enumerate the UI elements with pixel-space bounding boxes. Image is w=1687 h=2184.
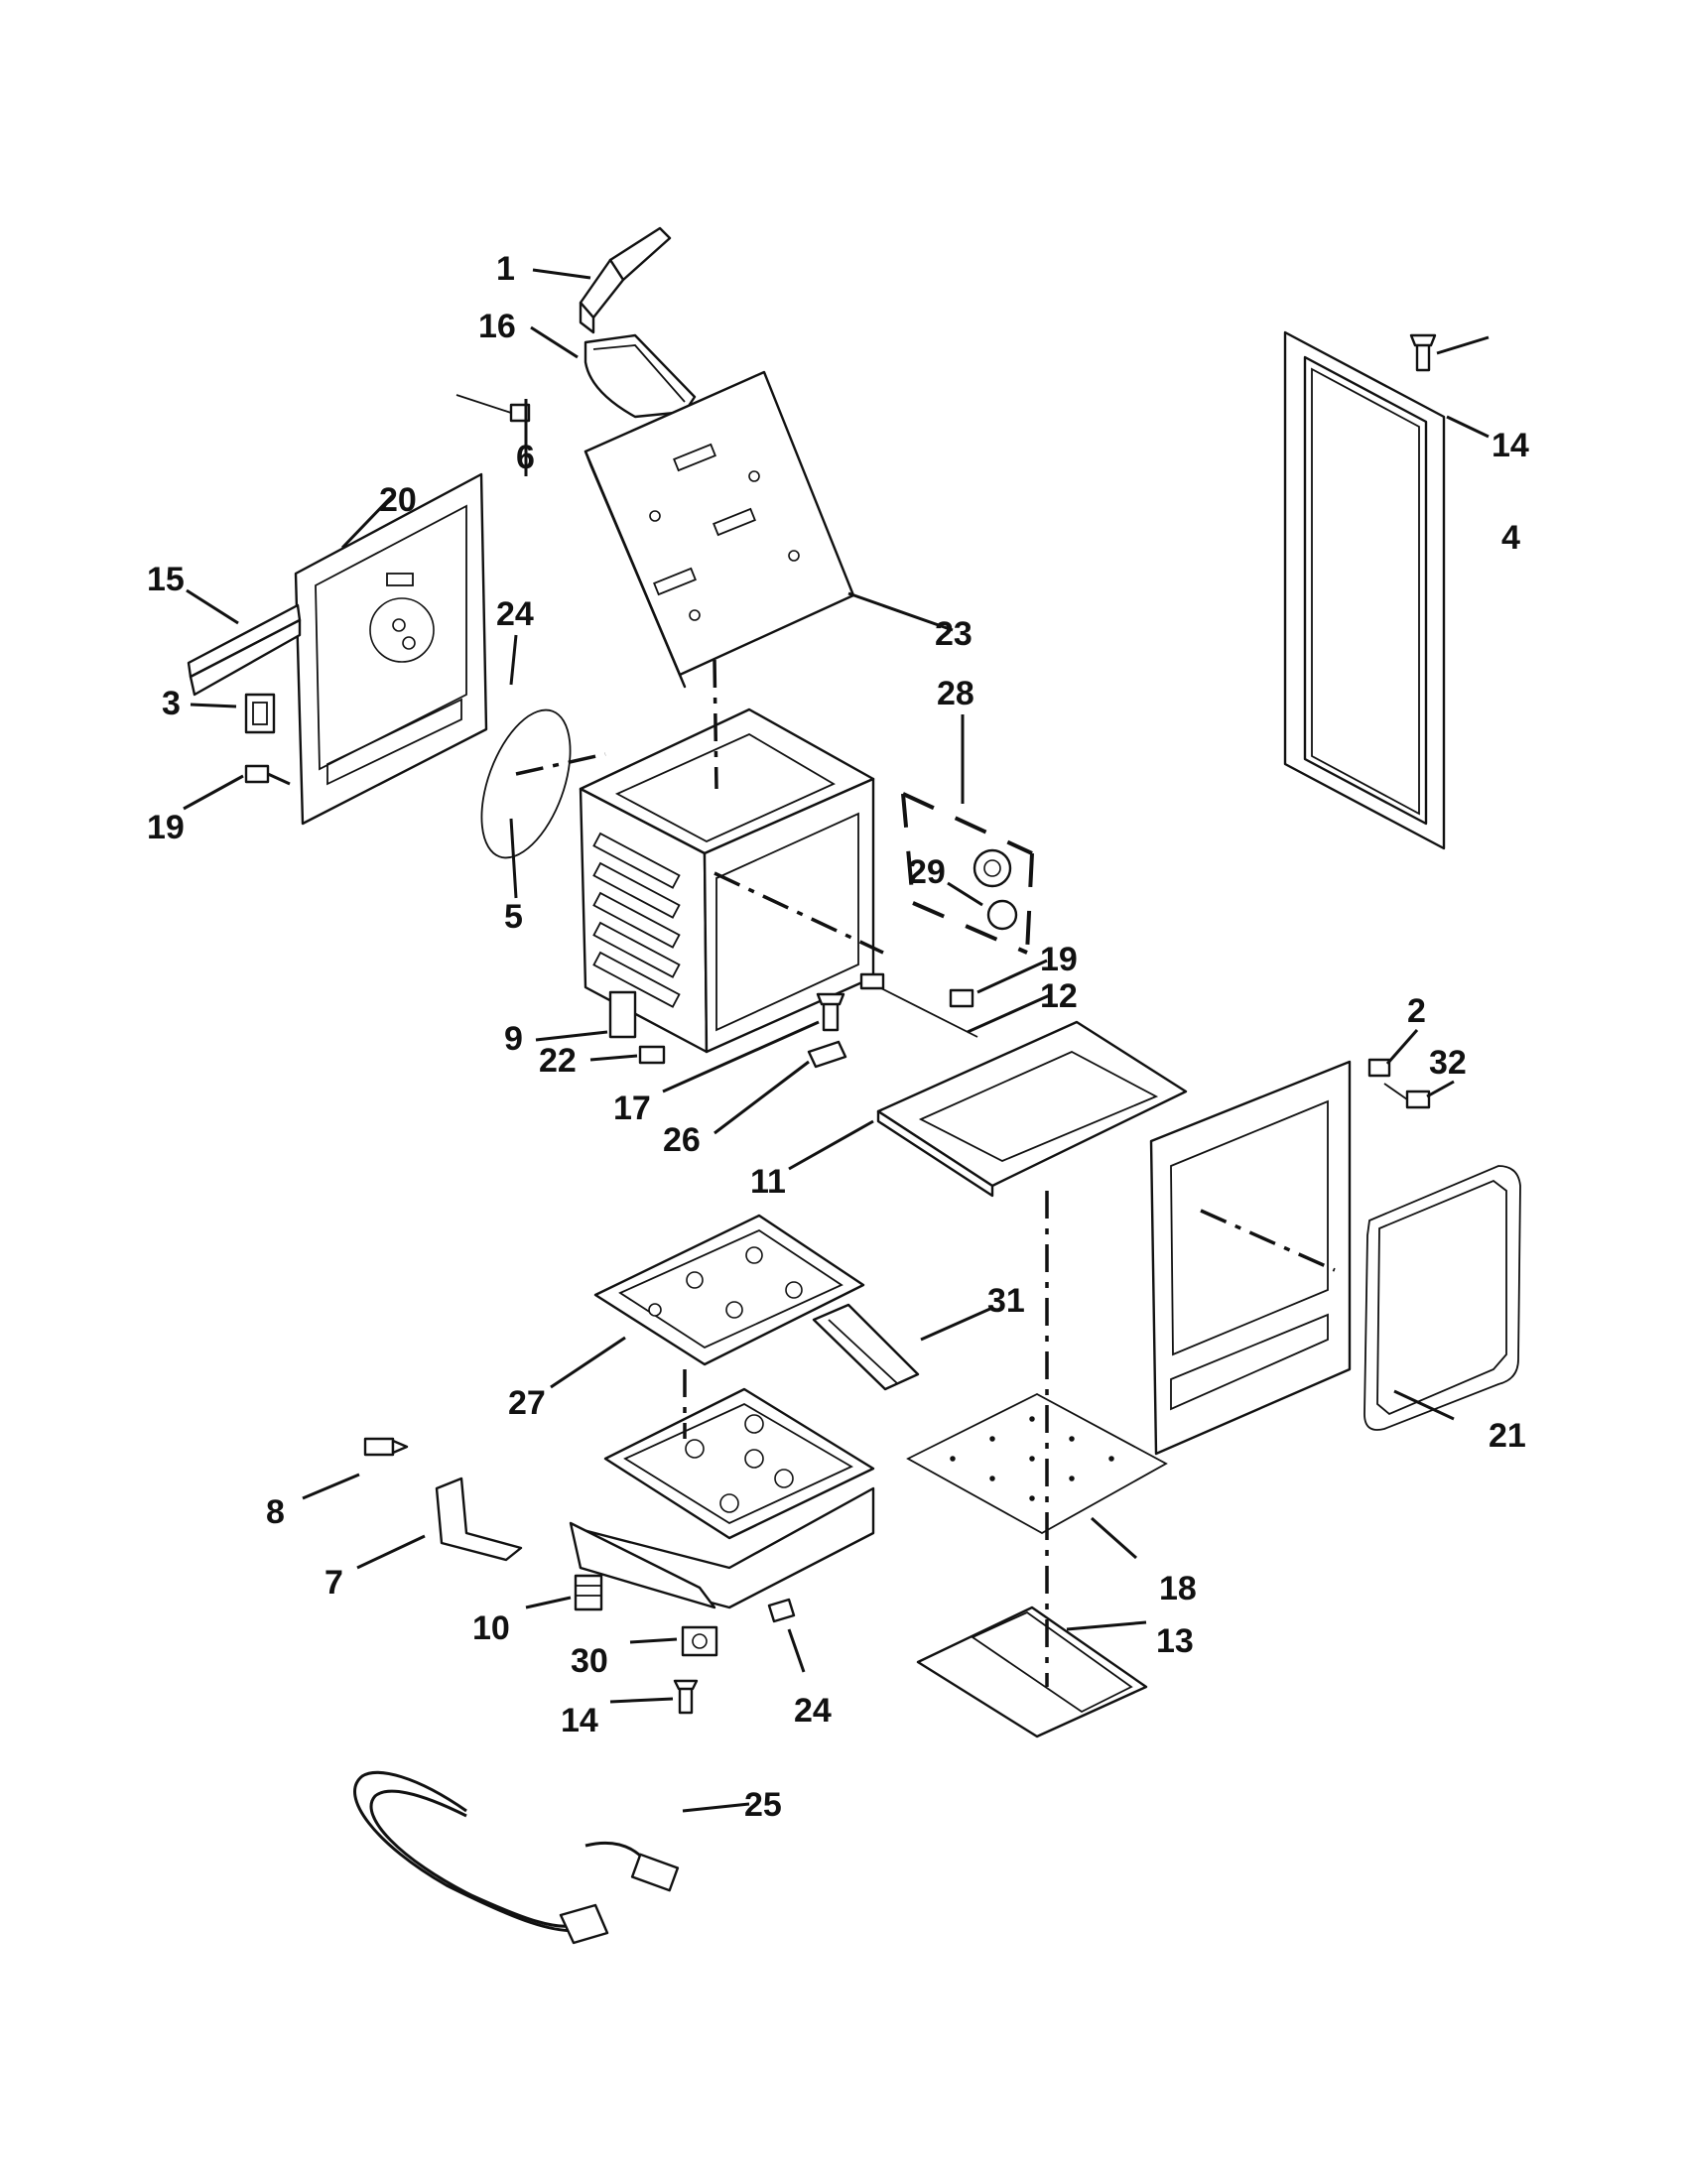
callout-7: 7 (324, 1564, 343, 1602)
callout-24b: 24 (794, 1692, 832, 1730)
part-32-screw (1383, 1083, 1431, 1109)
centerlines (515, 659, 1336, 1687)
part-20-rear-panel (294, 472, 488, 826)
callout-3: 3 (162, 685, 181, 722)
part-18-insulation (906, 1392, 1168, 1535)
part-27-bottom-plate (593, 1214, 865, 1366)
door-outer-frame (1149, 1060, 1352, 1456)
part-29-bulb (986, 899, 1018, 931)
part-6-fastener (455, 394, 531, 423)
leader-lines (183, 268, 1490, 1813)
part-14-screw-bottom (673, 1679, 699, 1715)
part-16-vent-duct (584, 333, 697, 419)
part-19-screw-left (244, 764, 291, 786)
callout-17: 17 (613, 1090, 651, 1127)
part-23-top-plate (584, 370, 855, 689)
part-28-light-box (901, 792, 1034, 955)
callout-21: 21 (1489, 1417, 1526, 1455)
part-14-screw-top (1409, 333, 1437, 372)
part-12-sensor (859, 972, 978, 1038)
callout-10: 10 (472, 1609, 510, 1647)
callout-11: 11 (750, 1163, 786, 1201)
callout-27: 27 (508, 1384, 546, 1422)
callout-24: 24 (496, 595, 534, 633)
part-8-screw (363, 1437, 409, 1457)
callout-29: 29 (908, 853, 946, 891)
callout-15: 15 (147, 561, 185, 598)
burner-box (569, 1387, 875, 1609)
callout-labels: 1 16 14 4 6 20 15 24 23 3 28 19 5 29 19 … (147, 250, 1529, 1824)
callout-30: 30 (571, 1642, 608, 1680)
part-17-bolt (816, 992, 845, 1032)
callout-32: 32 (1429, 1044, 1467, 1082)
callout-13: 13 (1156, 1622, 1194, 1660)
part-26-clip (807, 1040, 847, 1069)
part-4-door-frame (1283, 330, 1446, 850)
callout-23: 23 (935, 615, 973, 653)
callout-25: 25 (744, 1786, 782, 1824)
callout-6: 6 (516, 439, 535, 476)
part-5-gasket (480, 708, 572, 859)
part-28-light-socket (973, 848, 1012, 888)
callout-22: 22 (539, 1042, 577, 1080)
part-19-screw-right (949, 988, 974, 1008)
part-30-valve (681, 1625, 718, 1657)
callout-14b: 14 (561, 1702, 598, 1739)
oven-cavity (579, 707, 875, 1054)
callout-28: 28 (937, 675, 974, 712)
callout-16: 16 (478, 308, 516, 345)
part-22-screw (638, 1045, 666, 1065)
part-25-power-cord (353, 1770, 680, 1945)
part-31-bracket (812, 1303, 920, 1391)
callout-14: 14 (1492, 427, 1529, 464)
callout-19: 19 (147, 809, 185, 846)
part-2-bushing (1367, 1058, 1391, 1078)
callout-1: 1 (496, 250, 515, 288)
cavity-side-ribs (592, 832, 681, 1008)
callout-26: 26 (663, 1121, 701, 1159)
callout-12: 12 (1040, 977, 1078, 1015)
part-1-vent-trim (579, 226, 672, 334)
callout-31: 31 (987, 1282, 1025, 1320)
part-3-bracket (244, 693, 276, 734)
callout-20: 20 (379, 481, 417, 519)
callout-2: 2 (1407, 992, 1426, 1030)
part-21-gasket (1363, 1165, 1521, 1431)
callout-4: 4 (1501, 519, 1520, 557)
callout-8: 8 (266, 1493, 285, 1531)
part-15-rail (187, 603, 302, 697)
part-9-bracket (608, 990, 637, 1039)
part-10-leveler (574, 1574, 603, 1611)
callout-18: 18 (1159, 1570, 1197, 1607)
part-11-frame (876, 1020, 1188, 1198)
part-24-clip-bottom (767, 1598, 796, 1623)
part-7-bracket (435, 1477, 523, 1562)
callout-5: 5 (504, 898, 523, 936)
callout-9: 9 (504, 1020, 523, 1058)
callout-19b: 19 (1040, 941, 1078, 978)
